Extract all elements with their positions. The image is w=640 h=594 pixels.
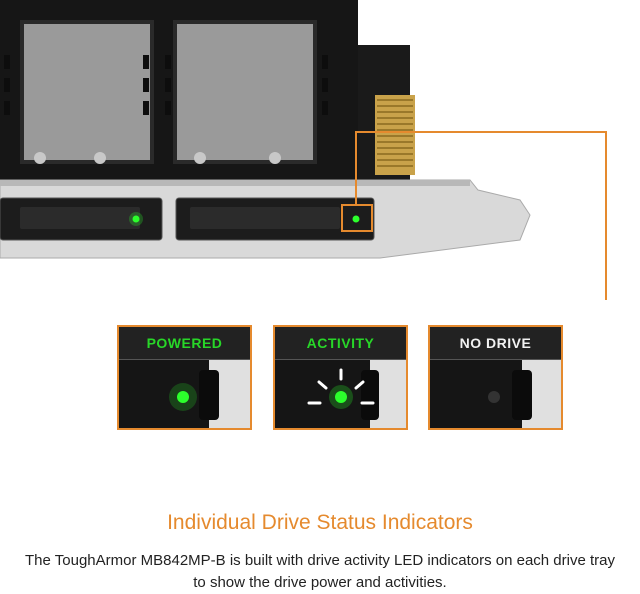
section-heading: Individual Drive Status Indicators: [167, 511, 473, 534]
led-callout: [341, 131, 607, 300]
section-description: The ToughArmor MB842MP-B is built with d…: [25, 552, 615, 591]
product-photo: [0, 0, 607, 300]
drive-tray-left: [0, 197, 163, 241]
status-panel-activity: ACTIVITY: [273, 325, 408, 430]
led-blinking-icon: [275, 360, 406, 428]
status-panel-powered: POWERED: [117, 325, 252, 430]
status-panel-no-drive: NO DRIVE: [428, 325, 563, 430]
panel-label-no-drive: NO DRIVE: [430, 327, 561, 360]
drive-tray-right: [175, 197, 375, 241]
panel-label-powered: POWERED: [119, 327, 250, 360]
drive-cage: [0, 0, 358, 180]
led-off-icon: [430, 360, 561, 428]
led-on-icon: [119, 360, 250, 428]
pcie-connector: [348, 45, 415, 185]
panel-label-activity: ACTIVITY: [275, 327, 406, 360]
